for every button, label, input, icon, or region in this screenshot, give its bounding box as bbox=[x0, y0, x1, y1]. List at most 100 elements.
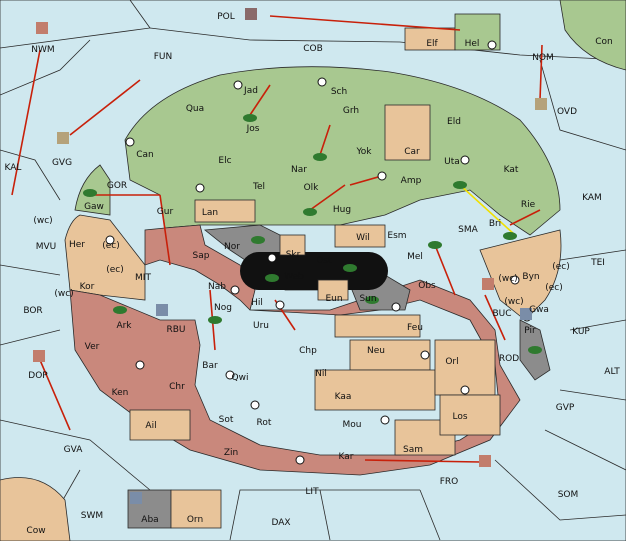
land-label: Jos bbox=[246, 124, 260, 134]
army-unit bbox=[453, 181, 467, 189]
land-label: Ail bbox=[145, 421, 156, 431]
army-unit bbox=[208, 316, 222, 324]
sea-label: ROD bbox=[499, 354, 519, 364]
cell-eun bbox=[317, 279, 349, 301]
land-label: Hel bbox=[465, 39, 480, 49]
sea-label: LIT bbox=[305, 487, 319, 497]
coast-label: (ec) bbox=[106, 265, 124, 275]
land-label: Neu bbox=[367, 346, 385, 356]
order-arrow bbox=[159, 194, 171, 266]
region-green-north bbox=[124, 66, 561, 236]
land-label: Ken bbox=[112, 388, 129, 398]
land-label: Amp bbox=[401, 176, 422, 186]
land-label: Skr bbox=[286, 250, 301, 260]
land-label: Hil bbox=[251, 298, 263, 308]
land-label: Nab bbox=[208, 282, 226, 292]
land-label: Uru bbox=[253, 321, 269, 331]
land-label: Ost bbox=[316, 256, 332, 266]
cell-ail bbox=[129, 409, 191, 441]
sea-label: POL bbox=[217, 12, 235, 22]
army-unit bbox=[503, 232, 517, 240]
supply-center bbox=[225, 370, 235, 380]
supply-center bbox=[195, 183, 205, 193]
supply-center bbox=[317, 77, 327, 87]
land-label: Eld bbox=[447, 117, 461, 127]
land-label: Hug bbox=[333, 205, 351, 215]
land-label: Gwa bbox=[529, 305, 549, 315]
order-arrow bbox=[39, 359, 71, 431]
cell-feu bbox=[334, 314, 421, 338]
sea-label: TEI bbox=[590, 258, 605, 268]
tan-cells bbox=[127, 13, 501, 529]
order-arrow bbox=[269, 15, 461, 31]
order-arrow bbox=[69, 79, 141, 136]
land-label: Rie bbox=[521, 200, 536, 210]
land-label: Ver bbox=[85, 342, 100, 352]
sea-label: BOR bbox=[23, 306, 42, 316]
fleet-unit bbox=[520, 308, 532, 320]
sea-label: NWM bbox=[31, 45, 54, 55]
order-arrow bbox=[484, 294, 506, 341]
fleet-unit bbox=[479, 455, 491, 467]
order-arrow bbox=[249, 84, 271, 116]
coast-label: (ec) bbox=[102, 241, 120, 251]
land-label: Can bbox=[136, 150, 154, 160]
coast-label: (ec) bbox=[545, 283, 563, 293]
supply-center bbox=[233, 80, 243, 90]
cell-neu bbox=[349, 339, 431, 371]
units bbox=[33, 8, 547, 504]
supply-center bbox=[105, 235, 115, 245]
army-unit bbox=[365, 296, 379, 304]
order-arrow bbox=[364, 459, 481, 463]
sea-label: GVA bbox=[64, 445, 84, 455]
land-label: Nil bbox=[315, 369, 327, 379]
army-unit bbox=[528, 346, 542, 354]
fleet-unit bbox=[535, 98, 547, 110]
sea-label: SOM bbox=[558, 490, 579, 500]
supply-center bbox=[420, 350, 430, 360]
land-label: Byn bbox=[522, 272, 539, 282]
land-label: Car bbox=[404, 147, 420, 157]
fleet-unit bbox=[36, 22, 48, 34]
land-label: Uta bbox=[444, 157, 460, 167]
fleet-unit bbox=[33, 350, 45, 362]
sea-label: BUC bbox=[492, 309, 511, 319]
order-arrow bbox=[434, 244, 456, 296]
land-label: Elf bbox=[426, 39, 438, 49]
cell-skr bbox=[279, 234, 306, 256]
sea-label: GVP bbox=[556, 403, 575, 413]
cell-kaa bbox=[314, 369, 436, 411]
land-label: Orn bbox=[187, 515, 203, 525]
central-bridge bbox=[240, 252, 388, 290]
cell-los bbox=[439, 394, 501, 436]
land-label: Chr bbox=[169, 382, 185, 392]
coast-label: (ec) bbox=[552, 262, 570, 272]
land-label: Bri bbox=[489, 219, 501, 229]
supply-center bbox=[460, 385, 470, 395]
land-label: Rot bbox=[257, 418, 272, 428]
cell-car bbox=[384, 104, 431, 161]
land-label: Grh bbox=[343, 106, 359, 116]
land-label: Los bbox=[452, 412, 467, 422]
supply-center bbox=[125, 137, 135, 147]
land-label: Mel bbox=[407, 252, 423, 262]
sea-label: OVD bbox=[557, 107, 577, 117]
order-arrow bbox=[11, 49, 41, 196]
sea-label: FUN bbox=[154, 52, 173, 62]
order-arrow bbox=[309, 184, 346, 211]
land-label: Zin bbox=[224, 448, 238, 458]
order-arrow bbox=[319, 124, 331, 156]
sea-label: Cow bbox=[26, 526, 45, 536]
land-label: Eun bbox=[325, 294, 342, 304]
land-label: Sap bbox=[193, 251, 210, 261]
land-label: Esm bbox=[387, 231, 406, 241]
sea-label: KAM bbox=[582, 193, 602, 203]
land-label: Olk bbox=[304, 183, 320, 193]
land-label: Ark bbox=[116, 321, 132, 331]
coast-label: (wc) bbox=[54, 289, 73, 299]
coast-label: (wc) bbox=[498, 274, 517, 284]
land-label: Elc bbox=[218, 156, 231, 166]
land-label: Sch bbox=[331, 87, 347, 97]
